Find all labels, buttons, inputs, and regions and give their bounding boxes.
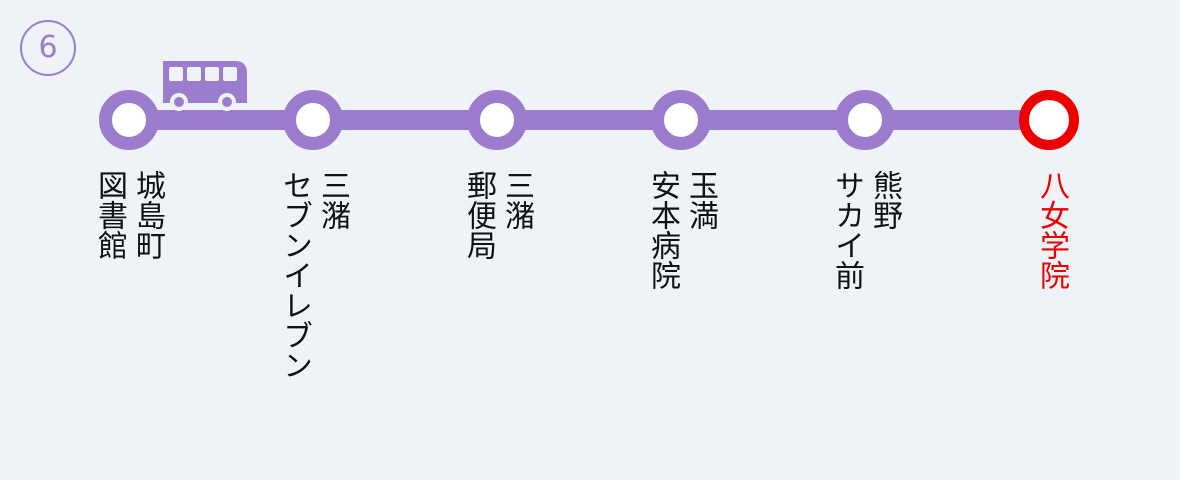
stop-marker-5 xyxy=(835,90,895,150)
route-number: 6 xyxy=(38,30,58,65)
route-line xyxy=(129,110,1050,130)
stop-marker-1 xyxy=(99,90,159,150)
stop-marker-current xyxy=(1019,90,1079,150)
stop-name-5: 熊野サカイ前 xyxy=(829,170,902,290)
stop-name-1: 城島町図書館 xyxy=(92,170,165,260)
route-number-badge: 6 xyxy=(20,20,76,76)
stop-name-2: 三潴セブンイレブン xyxy=(277,170,350,380)
bus-icon xyxy=(163,61,247,111)
stop-marker-4 xyxy=(651,90,711,150)
stop-name-4: 玉満安本病院 xyxy=(645,170,718,290)
stop-name-3: 三潴郵便局 xyxy=(461,170,534,260)
stop-marker-3 xyxy=(467,90,527,150)
stop-name-current: 八女学院 xyxy=(1034,170,1069,290)
stop-marker-2 xyxy=(283,90,343,150)
